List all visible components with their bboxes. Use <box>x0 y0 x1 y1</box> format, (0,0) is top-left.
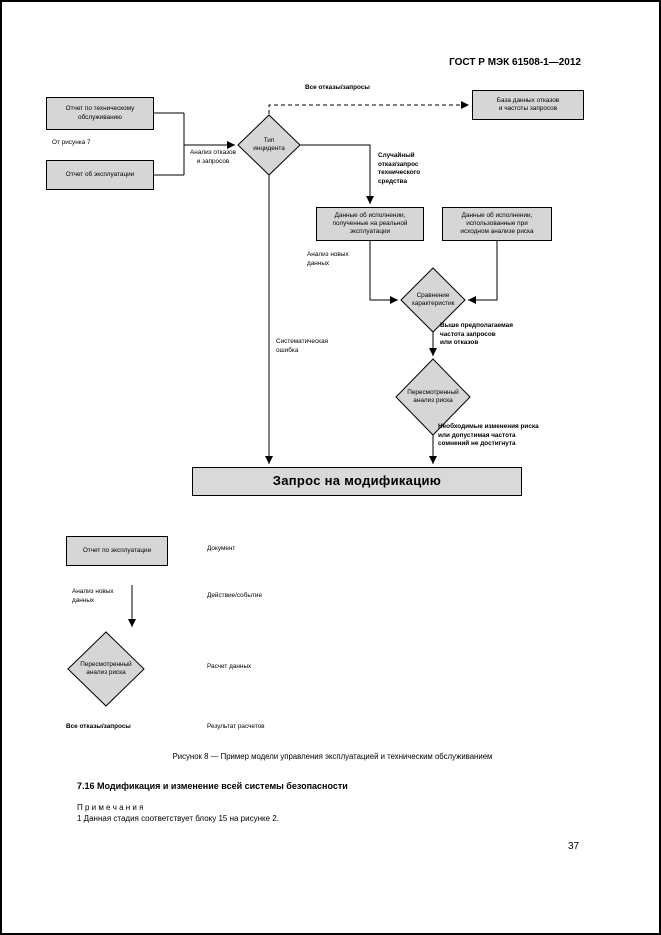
actual-data-arrow <box>369 241 398 304</box>
higher-rate-label: Выше предполагаемая частота запросов или… <box>440 322 513 347</box>
legend-all-failures-label: Все отказы/запросы <box>66 723 131 730</box>
legend-report-box: Отчет по эксплуатации <box>66 536 168 566</box>
figure-caption: Рисунок 8 — Пример модели управления экс… <box>172 752 493 761</box>
notes-title: П р и м е ч а н и я <box>77 803 144 812</box>
random-failure-arrow <box>300 144 374 204</box>
legend-action-label: Действие/событие <box>207 592 262 599</box>
page-number: 37 <box>568 841 580 852</box>
legend-result-label: Результат расчетов <box>207 723 265 730</box>
all-failures-dashed-arrow <box>268 101 469 114</box>
legend-revised-risk-diamond: Пересмотренный анализ риска <box>80 660 132 676</box>
actual-performance-box: Данные об исполнении, полученные на реал… <box>316 207 424 241</box>
input-merge-line <box>154 112 185 176</box>
incident-type-diamond: Тип инцидента <box>253 136 285 152</box>
legend-calculation-label: Расчет данных <box>207 663 252 670</box>
systematic-fault-label: Систематическая ошибка <box>276 338 329 354</box>
initial-data-arrow <box>468 241 498 304</box>
initial-performance-box: Данные об исполнении, использованные при… <box>442 207 552 241</box>
standard-header: ГОСТ Р МЭК 61508-1—2012 <box>449 57 581 68</box>
from-figure7-label: От рисунка 7 <box>52 139 91 146</box>
section-heading: 7.16 Модификация и изменение всей систем… <box>77 781 348 791</box>
note-1: 1 Данная стадия соответствует блоку 15 н… <box>77 814 279 823</box>
risk-change-label: Необходимые изменения риска или допустим… <box>438 423 539 448</box>
legend-document-label: Документ <box>207 545 236 552</box>
failure-analysis-label: Анализ отказов и запросов <box>190 149 236 165</box>
compare-diamond: Сравнение характеристик <box>411 291 455 307</box>
failure-database-box: База данных отказов и частоты запросов <box>472 90 584 120</box>
operation-report-box: Отчет об эксплуатации <box>46 160 154 190</box>
revised-risk-diamond: Пересмотренный анализ риска <box>407 388 459 404</box>
new-data-analysis-label: Анализ новых данных <box>307 251 349 267</box>
maintenance-report-box: Отчет по техническому обслуживанию <box>46 97 154 130</box>
modification-request-box: Запрос на модификацию <box>192 467 522 496</box>
legend-new-data-label: Анализ новых данных <box>72 588 114 604</box>
all-failures-label: Все отказы/запросы <box>305 84 370 91</box>
random-failure-label: Случайный отказ/запрос технического сред… <box>378 152 421 185</box>
